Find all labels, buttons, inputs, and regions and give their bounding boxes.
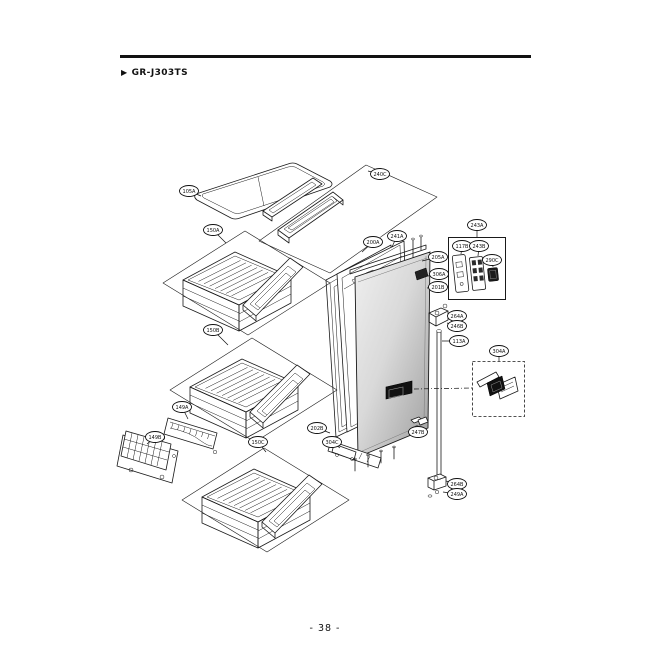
callout-117B: 117B [452,240,472,255]
callout-202B: 202B [307,422,331,434]
svg-text:150A: 150A [207,228,221,234]
callout-200A: 200A [361,236,383,253]
svg-text:243B: 243B [473,244,487,250]
callout-149B: 149B [145,431,165,445]
svg-text:149A: 149A [176,405,190,411]
callout-243B: 243B [469,240,489,257]
callout-306A: 306A [427,268,449,280]
door-panel-group-outline [258,164,438,274]
svg-text:241A: 241A [391,234,405,240]
svg-text:202B: 202B [311,426,325,432]
display-detail-box [413,361,525,417]
door-top-cap [349,234,427,275]
switch-bank [469,256,486,291]
svg-text:246B: 246B [451,324,465,330]
svg-text:249A: 249A [451,492,465,498]
display-lens [486,375,506,397]
svg-text:264B: 264B [451,482,465,488]
switch-cover [451,254,470,293]
svg-text:290C: 290C [485,258,499,264]
model-label: ▶ GR-J303TS [121,68,188,78]
svg-text:304C: 304C [325,440,339,446]
display-frame [476,371,500,388]
svg-text:105A: 105A [183,189,197,195]
vent-grille-upper [160,417,218,455]
callout-304C: 304C [322,436,342,449]
callout-304A: 304A [489,345,509,361]
door-panel [354,251,431,458]
svg-text:201B: 201B [432,285,446,291]
callout-201B: 201B [426,281,448,293]
model-number: GR-J303TS [131,68,188,78]
callout-150B: 150B [203,324,229,346]
svg-text:304A: 304A [493,349,507,355]
svg-text:113A: 113A [453,339,467,345]
svg-text:243A: 243A [471,223,485,229]
freezer-drawer-3 [181,447,350,553]
callout-149A: 149A [172,401,192,420]
callout-241A: 241A [387,230,407,248]
svg-text:306A: 306A [433,272,447,278]
callout-150C: 150C [248,436,268,453]
callout-249A: 249A [442,488,467,500]
part-callouts: 105A 240C 150A 150B 150C 149A 149B 200A 241A 205A… [145,168,509,500]
display-pcb [496,376,519,400]
switch-button [487,267,499,282]
callout-290C: 290C [482,254,502,268]
page-number: - 38 - [309,623,341,634]
callout-246B: 246B [446,320,467,332]
callout-205A: 205A [421,251,448,263]
svg-text:264A: 264A [451,314,465,320]
freezer-drawer-1 [162,230,331,336]
switch-parts-box [448,237,506,300]
callout-113A: 113A [442,335,469,347]
callout-264B: 264B [445,478,467,490]
svg-text:205A: 205A [432,255,446,261]
callout-264A: 264A [447,310,467,322]
callout-240C: 240C [367,168,390,180]
door-display [385,380,413,400]
shelf [194,162,333,220]
hinge-bracket-top [428,303,449,327]
callout-105A: 105A [179,185,202,197]
model-marker-icon: ▶ [121,68,128,77]
svg-text:150B: 150B [207,328,221,334]
svg-text:200A: 200A [367,240,381,246]
callout-150A: 150A [203,224,227,244]
svg-text:240C: 240C [373,172,387,178]
svg-text:247B: 247B [412,430,426,436]
door-deco-panel-front [277,191,344,244]
callout-243A: 243A [467,219,487,237]
svg-text:149B: 149B [149,435,163,441]
svg-text:117B: 117B [456,244,470,250]
door-deco-panel-rear [262,177,323,222]
header-rule [120,55,531,58]
door-hinge-rod [427,303,449,498]
hinge-bracket-bottom [427,473,447,498]
callout-247B: 247B [408,426,428,438]
svg-text:150C: 150C [251,440,265,446]
